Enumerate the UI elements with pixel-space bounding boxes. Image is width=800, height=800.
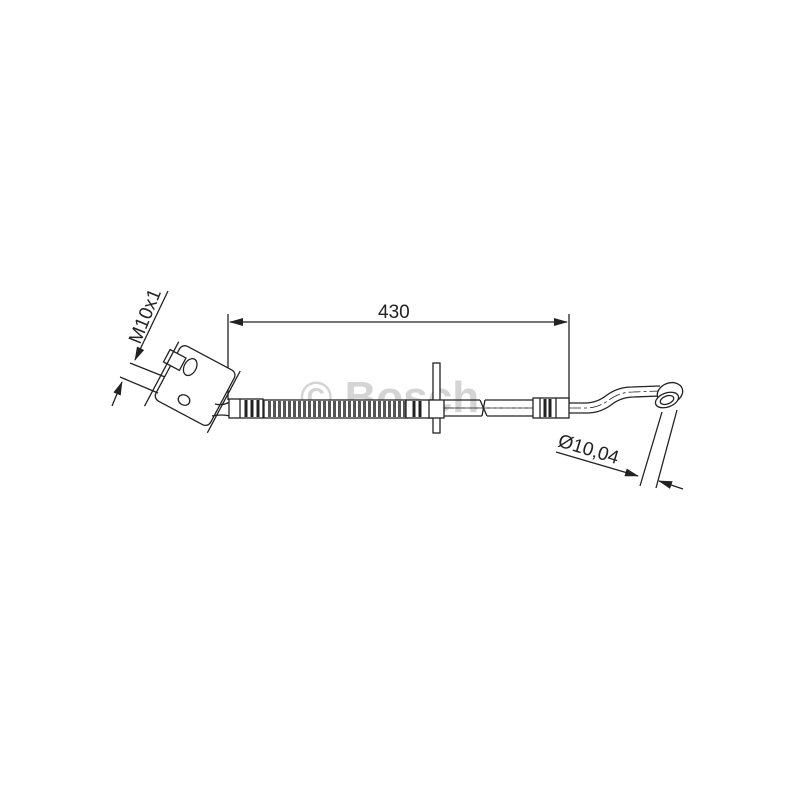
diameter-dimension bbox=[555, 409, 684, 490]
braid-ridge bbox=[353, 401, 356, 417]
braid-ridge bbox=[378, 401, 381, 417]
braid-ridge bbox=[278, 401, 281, 417]
braid-ridge bbox=[298, 401, 301, 417]
braid-ridge bbox=[348, 401, 351, 417]
braid-ridge bbox=[343, 401, 346, 417]
braid-ridge bbox=[303, 401, 306, 417]
braid-ridge bbox=[293, 401, 296, 417]
braid-ridge bbox=[398, 401, 401, 417]
rubber-hose-section bbox=[444, 399, 534, 417]
braid-ridge bbox=[318, 401, 321, 417]
steel-pipe bbox=[569, 381, 684, 414]
braid-ridge bbox=[323, 401, 326, 417]
middle-fitting bbox=[405, 362, 445, 434]
braid-ridge bbox=[273, 401, 276, 417]
braid-ridge bbox=[393, 401, 396, 417]
braid-ridge bbox=[383, 401, 386, 417]
braid-ridge bbox=[403, 401, 406, 417]
armored-hose-section bbox=[263, 399, 407, 419]
braid-ridge bbox=[358, 401, 361, 417]
braid-ridge bbox=[313, 401, 316, 417]
braid-ridge bbox=[283, 401, 286, 417]
thread-label: M10x1 bbox=[125, 286, 166, 347]
braid-ridge bbox=[338, 401, 341, 417]
braid-ridge bbox=[373, 401, 376, 417]
mounting-bracket bbox=[143, 341, 241, 434]
mounting-flange bbox=[432, 362, 441, 434]
length-label: 430 bbox=[378, 302, 410, 323]
left-fitting bbox=[228, 398, 264, 419]
braid-ridge bbox=[308, 401, 311, 417]
braid-ridge bbox=[328, 401, 331, 417]
thread-dimension bbox=[111, 290, 169, 407]
braid-ridge bbox=[388, 401, 391, 417]
braid-ridge bbox=[268, 401, 271, 417]
diameter-label: Ø10,04 bbox=[556, 431, 622, 469]
braid-ridge bbox=[368, 401, 371, 417]
braid-ridge bbox=[363, 401, 366, 417]
braid-ridge bbox=[288, 401, 291, 417]
right-fitting bbox=[532, 397, 570, 419]
braid-ridge bbox=[333, 401, 336, 417]
